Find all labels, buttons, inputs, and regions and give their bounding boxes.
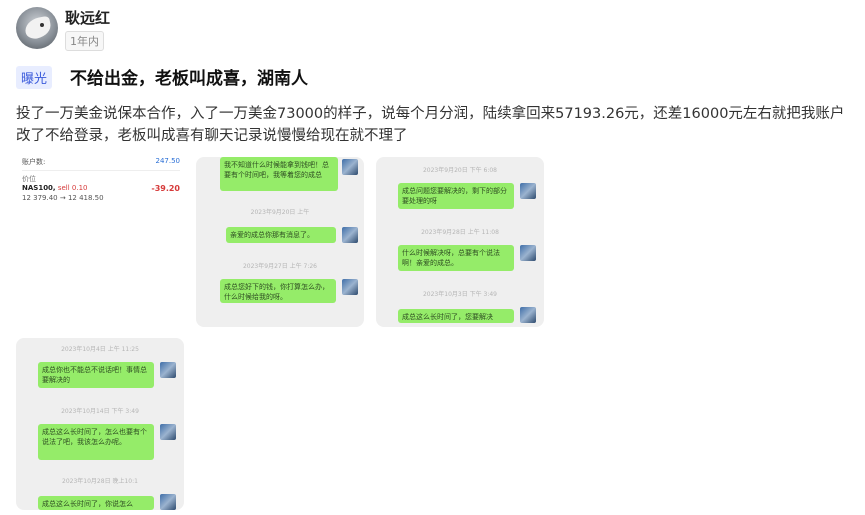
post-title: 不给出金，老板叫成喜，湖南人	[70, 69, 308, 89]
chat-timestamp: 2023年10月3日 下午 3:49	[422, 291, 497, 298]
chat-bubble: 成总这么长时间了，你说怎么	[38, 496, 154, 510]
trade-row-range: 12 379.40 → 12 418.50	[22, 194, 180, 202]
trade-pnl: -39.20	[151, 184, 180, 193]
chat-bubble: 什么时候解决呀，总要有个说法啊！亲爱的成总。	[398, 245, 514, 271]
user-name[interactable]: 耿远红	[65, 9, 111, 27]
chat-timestamp: 2023年9月20日 下午 6:08	[422, 167, 497, 174]
trade-row-position: NAS100, sell 0.10 -39.20	[22, 184, 180, 193]
trade-balance-value: 247.50	[155, 157, 181, 165]
trade-row-header: 价位	[22, 174, 180, 184]
chat-avatar	[342, 227, 358, 243]
chat-avatar	[342, 279, 358, 295]
chat-bubble: 成总问题您要解决的，剩下的部分要处理的呀	[398, 183, 514, 209]
chat-bubble: 亲爱的成总你那有消息了。	[226, 227, 336, 243]
image-chat-4[interactable]: 2023年10月4日 上午 11:25 成总你也不能总不说话吧！事情总要解决的 …	[16, 338, 184, 510]
chat-timestamp: 2023年9月20日 上午	[250, 209, 310, 216]
chat-bubble: 成总这么长时间了，您要解决	[398, 309, 514, 323]
chat-avatar	[160, 494, 176, 510]
trade-row-balance: 账户数: 247.50	[22, 157, 180, 171]
chat-bubble: 成总你也不能总不说话吧！事情总要解决的	[38, 362, 154, 388]
eagle-eye	[40, 23, 44, 27]
chat-avatar	[520, 307, 536, 323]
chat-timestamp: 2023年10月14日 下午 3:49	[61, 408, 139, 415]
chat-timestamp: 2023年9月28日 上午 11:08	[421, 229, 499, 236]
post-body: 投了一万美金说保本合作，入了一万美金73000的样子，说每个月分润，陆续拿回来5…	[16, 106, 845, 144]
chat-avatar	[520, 245, 536, 261]
chat-avatar	[160, 424, 176, 440]
chat-timestamp: 2023年10月28日 晚上10:1	[62, 478, 138, 485]
chat-bubble: 我不知道什么时候能拿到钱吧！总要有个时间吧，我等着您的成总	[220, 157, 338, 191]
trade-balance-label: 账户数:	[22, 158, 46, 166]
image-chat-3[interactable]: 2023年9月20日 下午 6:08 成总问题您要解决的，剩下的部分要处理的呀 …	[376, 157, 544, 327]
trade-symbol: NAS100,	[22, 184, 56, 192]
eagle-icon	[23, 15, 53, 41]
category-tag[interactable]: 曝光	[16, 66, 53, 89]
chat-avatar	[160, 362, 176, 378]
trade-range: 12 379.40 → 12 418.50	[22, 194, 104, 202]
image-trade-screenshot[interactable]: 账户数: 247.50 价位 NAS100, sell 0.10 -39.20 …	[16, 152, 186, 216]
chat-bubble: 成总这么长时间了，怎么也要有个说法了吧，我该怎么办呢。	[38, 424, 154, 460]
user-avatar[interactable]	[16, 7, 58, 49]
time-badge: 1年内	[65, 31, 104, 51]
trade-side: sell 0.10	[57, 184, 88, 192]
chat-timestamp: 2023年10月4日 上午 11:25	[61, 346, 139, 353]
trade-price-label: 价位	[22, 175, 36, 183]
chat-bubble: 成总您好下的钱，你打算怎么办，什么时候给我的呀。	[220, 279, 336, 303]
image-chat-2[interactable]: 我不知道什么时候能拿到钱吧！总要有个时间吧，我等着您的成总 2023年9月20日…	[196, 157, 364, 327]
chat-avatar	[520, 183, 536, 199]
chat-timestamp: 2023年9月27日 上午 7:26	[242, 263, 317, 270]
chat-avatar	[342, 159, 358, 175]
